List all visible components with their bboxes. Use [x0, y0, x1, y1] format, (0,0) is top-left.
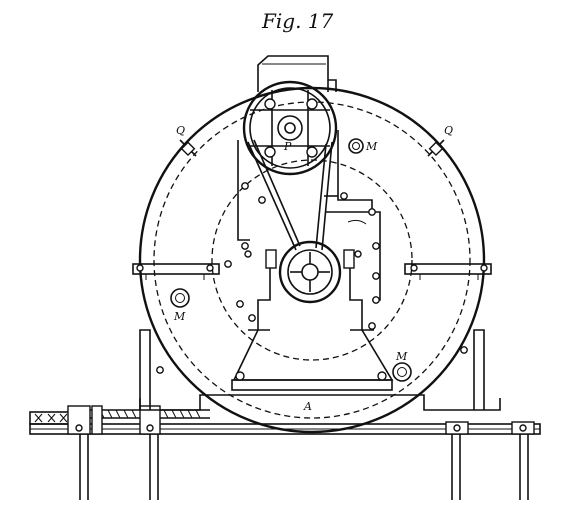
adjusting-bolt-left: Q — [176, 124, 197, 157]
adjusting-bolt-right: Q — [427, 124, 453, 157]
port-label-top: M — [365, 140, 378, 153]
port-top: M — [348, 138, 378, 154]
base-label: A — [303, 400, 312, 413]
bolt-label-left: Q — [176, 124, 185, 137]
port-label-bottom: M — [395, 350, 408, 363]
figure-title: Fig. 17 — [261, 9, 334, 33]
pulley-label: P — [283, 140, 292, 153]
drive-belt — [247, 139, 333, 251]
lower-wheel — [278, 240, 342, 304]
port-bottom: M — [392, 350, 412, 382]
bearing-blocks — [67, 405, 535, 435]
bolt-label-right: Q — [444, 124, 453, 137]
frame-bolts — [156, 182, 468, 374]
support-legs — [79, 432, 529, 500]
pedestal — [231, 249, 394, 391]
port-left: M — [170, 288, 190, 323]
port-label-left: M — [173, 310, 186, 323]
top-pulley: P — [242, 80, 338, 176]
drum-flanges — [132, 263, 492, 280]
